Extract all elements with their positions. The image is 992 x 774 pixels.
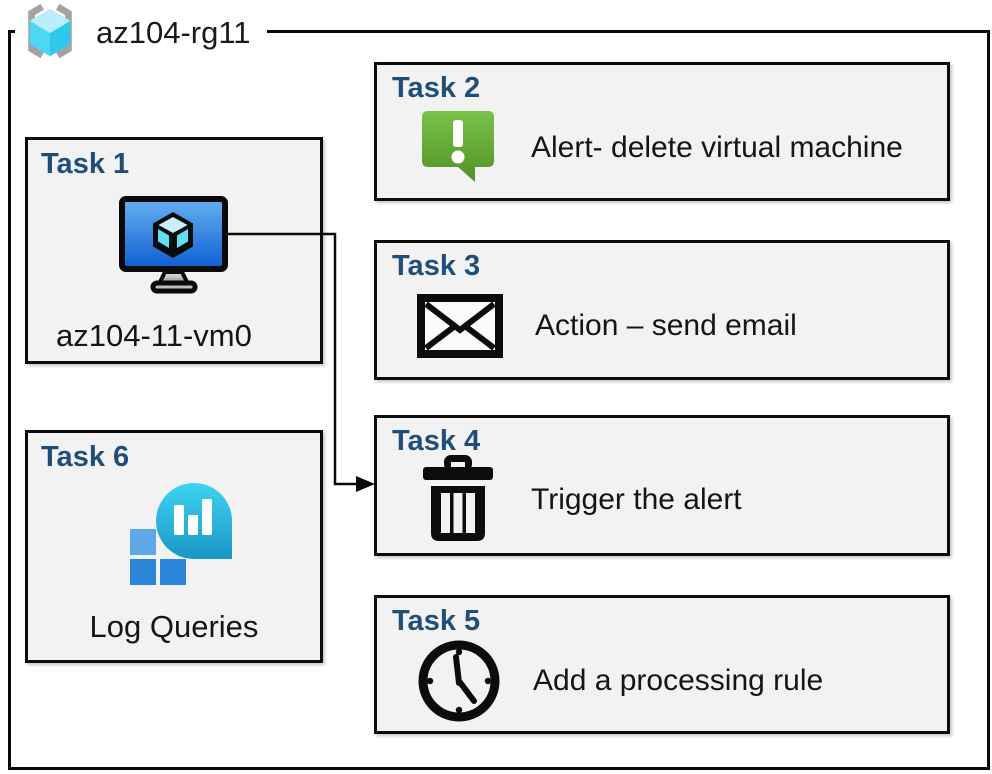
task3-box: Task 3 Action – send email xyxy=(374,240,950,380)
task2-box: Task 2 Alert- delete virtual machine xyxy=(374,62,950,201)
resource-group-label: az104-rg11 xyxy=(96,15,251,50)
task5-caption: Add a processing rule xyxy=(533,663,824,697)
task6-title: Task 6 xyxy=(41,441,130,473)
email-envelope-icon xyxy=(417,294,503,358)
task4-title: Task 4 xyxy=(392,425,481,457)
task1-caption: az104-11-vm0 xyxy=(56,318,252,353)
task6-caption: Log Queries xyxy=(89,609,259,644)
resource-group-frame xyxy=(8,30,990,770)
task1-title: Task 1 xyxy=(41,148,130,180)
task4-caption: Trigger the alert xyxy=(531,482,742,516)
task3-title: Task 3 xyxy=(392,250,481,282)
virtual-machine-icon xyxy=(117,195,237,295)
task5-box: Task 5 Add a processing rule xyxy=(374,595,950,734)
alert-message-icon xyxy=(417,108,499,188)
task1-box: Task 1 az104-11-vm0 xyxy=(25,137,323,364)
log-queries-icon xyxy=(124,479,236,591)
task2-caption: Alert- delete virtual machine xyxy=(531,130,903,164)
trash-delete-icon xyxy=(417,453,499,547)
task2-title: Task 2 xyxy=(392,72,481,104)
resource-group-legend: az104-rg11 xyxy=(15,1,267,65)
task4-box: Task 4 Trigger the alert xyxy=(374,415,950,556)
task3-caption: Action – send email xyxy=(535,309,797,342)
task6-box: Task 6 Log Queries xyxy=(25,430,323,663)
resource-group-icon xyxy=(28,3,72,59)
clock-icon xyxy=(417,639,501,723)
task5-title: Task 5 xyxy=(392,605,481,637)
